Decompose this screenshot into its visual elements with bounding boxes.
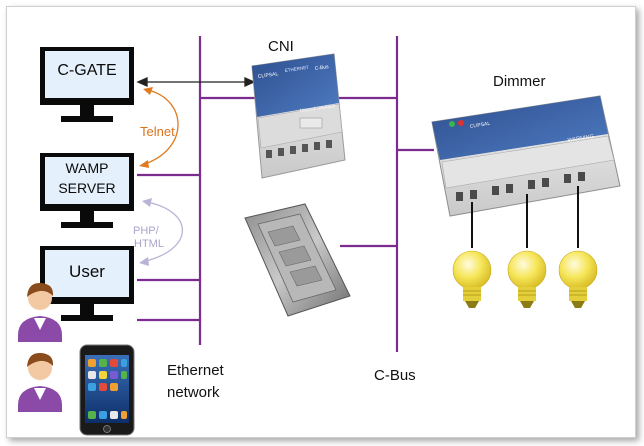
telnet-arrow: [139, 87, 179, 168]
light-bulb-1: [452, 250, 492, 308]
php-html-arrow: [139, 198, 184, 266]
cbus-label: C-Bus: [374, 367, 416, 384]
cni-name-text: Network Interface: [299, 103, 335, 113]
ethernet-network-label-line1: Ethernet: [167, 362, 224, 379]
cni-title: CNI: [268, 38, 294, 55]
dimmer-brand-text: CLIPSAL: [469, 121, 490, 130]
user-avatar-2: [18, 352, 62, 412]
light-bulb-2: [507, 250, 547, 308]
cgate-monitor: [40, 47, 134, 122]
cni-device: [251, 53, 346, 179]
bulb-wires: [471, 186, 579, 248]
wamp-label-line2: SERVER: [58, 180, 116, 196]
light-bulb-3: [558, 250, 598, 308]
user-monitor: [40, 246, 134, 321]
cgate-label: C-GATE: [57, 62, 117, 79]
network-lines: [137, 36, 434, 352]
cgate-cni-arrow: [136, 76, 256, 88]
dimmer-device: [431, 95, 621, 217]
wamp-label-line1: WAMP: [65, 160, 109, 176]
cni-model-text: ETHERNET: [284, 65, 309, 73]
smartphone: [79, 344, 135, 436]
php-label-line2: HTML: [134, 238, 164, 250]
ethernet-network-label-line2: network: [167, 384, 220, 401]
wamp-server-monitor: [40, 153, 134, 228]
cni-bus-text: C-Bus: [314, 64, 329, 72]
cni-brand-text: CLIPSAL: [257, 71, 278, 80]
telnet-label: Telnet: [140, 124, 175, 139]
dimmer-warning-text: WARNING: [567, 134, 594, 144]
php-label-line1: PHP/: [133, 225, 159, 237]
dimmer-title: Dimmer: [493, 73, 546, 90]
user-avatar-1: [18, 282, 62, 342]
touch-panel: [244, 203, 351, 317]
user-label: User: [69, 262, 105, 281]
